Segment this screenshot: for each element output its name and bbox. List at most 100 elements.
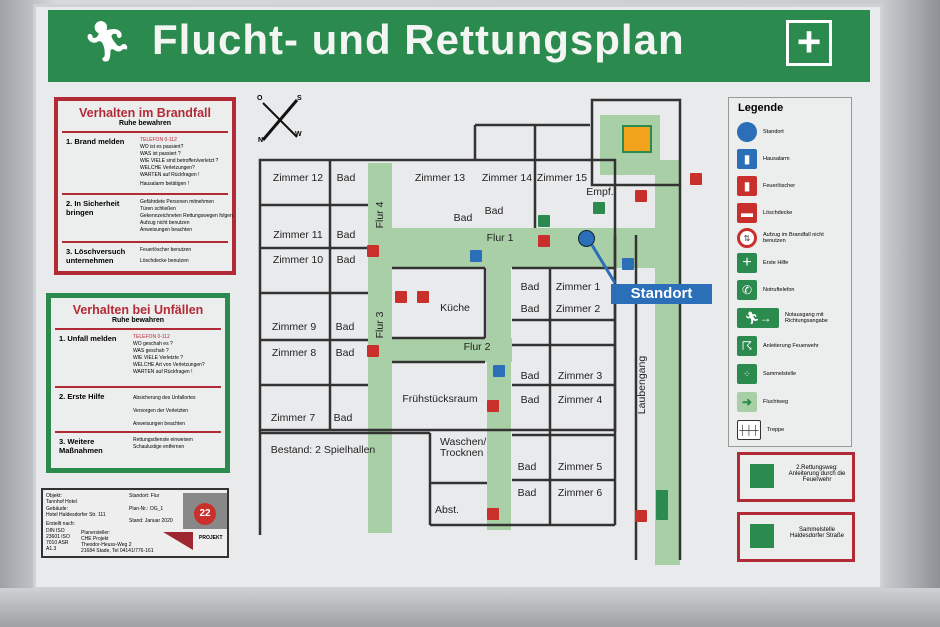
fire-extinguisher-icon: [417, 291, 429, 303]
line: Gefährdete Personen mitnehmen: [140, 199, 214, 205]
corridor-label: Flur 4: [374, 201, 386, 229]
room-label: Zimmer 14: [481, 172, 533, 184]
emergency-phone-icon: [593, 202, 605, 214]
logo-triangle: [163, 532, 193, 550]
room-label: Zimmer 5: [557, 461, 603, 473]
assembly-point-icon: ⁘: [737, 364, 757, 384]
fire-extinguisher-icon: [635, 510, 647, 522]
page-title: Flucht- und Rettungsplan: [152, 16, 685, 63]
line: WIE VIELE Verletzte ?: [133, 355, 184, 361]
section-lines: TELEFON 0-112 WO geschah es ? WAS gescha…: [133, 334, 229, 376]
standort-marker: [578, 230, 595, 247]
objekt-value: Tannhof Hotel: [46, 499, 77, 505]
compass-n: N: [258, 137, 264, 144]
line: Feuerlöscher benutzen: [140, 247, 192, 253]
corridor-label: Flur 2: [463, 341, 491, 353]
line: Anweisungen beachten: [140, 227, 192, 233]
section-heading: 3. Weitere Maßnahmen: [59, 437, 103, 455]
line: WIE VIELE sind betroffen/verletzt ?: [140, 158, 219, 164]
fire-alarm-icon: ▮: [737, 149, 757, 169]
stairs-icon: ┼┼┼: [737, 420, 761, 440]
legend-item: ➜Fluchtweg: [737, 392, 788, 412]
room-label: Bad: [520, 394, 540, 406]
room-label: Bad: [517, 461, 537, 473]
first-aid-cross-icon: +: [786, 20, 832, 66]
legend-item: ✆Notruftelefon: [737, 280, 795, 300]
escape-route-arrow-icon: ➜: [737, 392, 757, 412]
fire-extinguisher-icon: [538, 235, 550, 247]
room-label: Zimmer 7: [270, 412, 316, 424]
frame-bottom: [0, 588, 940, 627]
corridor-label: Flur 1: [486, 232, 514, 244]
line: WARTEN auf Rückfragen !: [140, 172, 200, 178]
section-lines: Gefährdete Personen mitnehmen Türen schl…: [140, 199, 236, 234]
line: WELCHE Verletzungen?: [140, 165, 195, 171]
legend-item: ▮ Feuerlöscher: [737, 176, 795, 196]
legend-label: Notausgang mit Richtungsangabe: [785, 312, 828, 324]
line: Anweisungen beachten: [133, 421, 185, 427]
first-aid-icon: [538, 215, 550, 227]
fire-extinguisher-icon: [690, 173, 702, 185]
standort-label: Standort: [611, 284, 712, 304]
section-heading: 2. Erste Hilfe: [59, 392, 105, 401]
first-aid-icon: +: [737, 253, 757, 273]
line: WO ist es passiert?: [140, 144, 184, 150]
fire-extinguisher-icon: ▮: [737, 176, 757, 196]
room-label: Zimmer 2: [555, 303, 601, 315]
assembly-point-icon: [750, 524, 774, 548]
room-label: Bad: [484, 205, 504, 217]
room-label: Zimmer 6: [557, 487, 603, 499]
room-label: Zimmer 1: [555, 281, 601, 293]
fire-extinguisher-icon: [487, 508, 499, 520]
room-label: Bad: [517, 487, 537, 499]
header-band: [48, 10, 870, 82]
legend-label: Treppe: [767, 427, 785, 433]
corridor-label: Laubengang: [636, 355, 648, 415]
section-lines: TELEFON 0-112 WO ist es passiert? WAS is…: [140, 137, 236, 188]
line: Rettungsdienste einweisen: [133, 437, 193, 443]
legend-label: Sammelstelle: [763, 371, 797, 377]
room-label: Zimmer 10: [272, 254, 324, 266]
room-label: Bad: [453, 212, 473, 224]
room-label: Küche: [440, 302, 470, 314]
room-label: Zimmer 4: [557, 394, 603, 406]
legend-label: Erste Hilfe: [763, 260, 789, 266]
panel-title: Verhalten bei Unfällen: [72, 303, 204, 317]
assembly-point-box: Sammelstelle Haldesdorfer Straße: [737, 512, 855, 562]
panel-subtitle: Ruhe bewahren: [118, 120, 172, 127]
legend-item: + Erste Hilfe: [737, 253, 788, 273]
planer-line: 21684 Stade, Tel 04141/776-161: [81, 548, 154, 554]
panel-title: Verhalten im Brandfall: [79, 106, 211, 120]
compass-o: O: [257, 95, 263, 102]
line: Gekennzeichneten Rettungswegen folgen: [140, 213, 233, 219]
section-heading: 1. Unfall melden: [59, 334, 117, 343]
section-heading: 2. In Sicherheit bringen: [66, 199, 120, 217]
floor-plan: Standort Zimmer 12 Bad Zimmer 13 Zimmer …: [250, 95, 712, 565]
legend-label: Feuerlöscher: [763, 183, 796, 189]
line: WARTEN auf Rückfragen !: [133, 369, 193, 375]
standort-value: Standort: Flur: [129, 493, 160, 499]
line: Versorgen der Verletzten: [133, 408, 189, 414]
fire-ladder-icon: [750, 464, 774, 488]
floor-plan-walls: [258, 98, 682, 565]
line: WELCHE Art von Verletzungen?: [133, 362, 205, 368]
erstellt-value: DIN ISO 23601 ISO 7010 ASR A1.3: [46, 528, 70, 552]
fire-ladder-icon: ☈: [737, 336, 757, 356]
section-heading: 3. Löschversuch unternehmen: [66, 247, 126, 265]
room-label: Bad: [336, 172, 356, 184]
room-label: Zimmer 13: [414, 172, 466, 184]
section-lines: Feuerlöscher benutzen Löschdecke benutze…: [140, 247, 236, 265]
legend-item: ▮ Hausalarm: [737, 149, 790, 169]
line: WO geschah es ?: [133, 341, 173, 347]
legend-title: Legende: [738, 102, 784, 114]
legend-item: Standort: [737, 122, 784, 142]
fire-extinguisher-icon: [635, 190, 647, 202]
fire-behavior-panel: Verhalten im Brandfall Ruhe bewahren 1. …: [54, 97, 236, 275]
gebaeude-value: Hotel Haldesdorfer Str. 111: [46, 512, 106, 518]
line: Aufzug nicht benutzen: [140, 220, 190, 226]
plan-number: Plan-Nr.: OG_1: [129, 506, 164, 512]
room-label: Bad: [336, 254, 356, 266]
fire-extinguisher-icon: [367, 245, 379, 257]
legend-label: Notruftelefon: [763, 287, 795, 293]
legend-label: Hausalarm: [763, 156, 790, 162]
